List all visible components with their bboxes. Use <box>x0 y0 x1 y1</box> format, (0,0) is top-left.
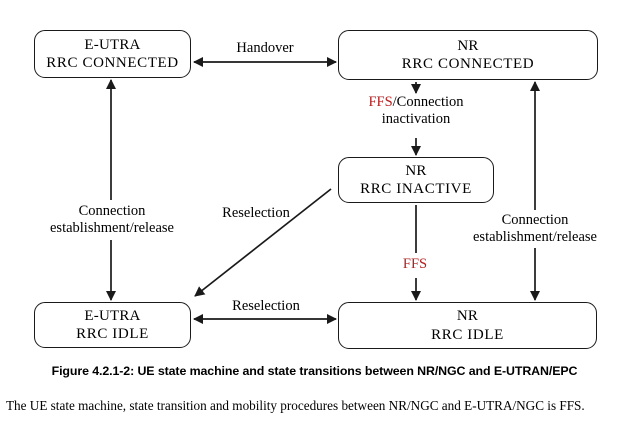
state-label-line2: RRC CONNECTED <box>401 56 535 72</box>
transition-label-ffs-inactive-to-idle: FFS <box>378 256 452 273</box>
transition-label-text-line2: establishment/release <box>49 220 174 237</box>
figure-note-text: The UE state machine, state transition a… <box>6 398 585 413</box>
state-node-nr-rrc-idle[interactable]: NR RRC IDLE <box>338 302 597 349</box>
transition-label-text-line1: Connection <box>501 212 569 228</box>
state-label-line2: RRC INACTIVE <box>360 181 472 197</box>
transition-label-text: Handover <box>236 40 294 56</box>
diagram-connectors-layer <box>105 56 541 325</box>
transition-label-handover: Handover <box>192 40 338 57</box>
transition-label-text: Reselection <box>232 298 300 314</box>
connector-reselection-diagonal <box>194 188 332 297</box>
transition-label-ffs-connection-inactivation: FFS/Connection inactivation <box>330 94 502 129</box>
state-node-eutra-rrc-connected[interactable]: E-UTRA RRC CONNECTED <box>34 30 191 78</box>
state-machine-diagram: E-UTRA RRC CONNECTED NR RRC CONNECTED NR… <box>33 30 615 349</box>
state-label-line1: NR <box>456 308 479 325</box>
transition-label-connection-establishment-release-left: Connection establishment/release <box>33 203 191 238</box>
transition-label-connection-establishment-release-right: Connection establishment/release <box>455 212 615 247</box>
state-label-line1: E-UTRA <box>84 36 141 53</box>
ffs-accent-text: FFS <box>368 94 393 110</box>
state-label-line2: RRC IDLE <box>431 326 504 343</box>
transition-label-text-line2: establishment/release <box>472 229 597 246</box>
figure-caption: Figure 4.2.1-2: UE state machine and sta… <box>51 364 578 378</box>
state-label-line2: RRC IDLE <box>76 326 149 342</box>
transition-label-reselection-diagonal: Reselection <box>196 205 316 222</box>
state-node-eutra-rrc-idle[interactable]: E-UTRA RRC IDLE <box>34 302 191 348</box>
ffs-accent-text: FFS <box>402 256 428 272</box>
state-label-line1: E-UTRA <box>84 307 141 324</box>
transition-label-text: /Connection <box>392 94 464 110</box>
state-node-nr-rrc-connected[interactable]: NR RRC CONNECTED <box>338 30 598 80</box>
transition-label-text-line2: inactivation <box>381 111 451 128</box>
state-label-line1: NR <box>405 162 427 179</box>
transition-label-reselection-bottom: Reselection <box>196 298 336 315</box>
state-node-nr-rrc-inactive[interactable]: NR RRC INACTIVE <box>338 157 494 203</box>
state-label-line2: RRC CONNECTED <box>46 55 179 71</box>
transition-label-text-line1: Connection <box>78 203 146 219</box>
transition-label-text: Reselection <box>222 205 290 221</box>
state-label-line1: NR <box>457 37 479 54</box>
